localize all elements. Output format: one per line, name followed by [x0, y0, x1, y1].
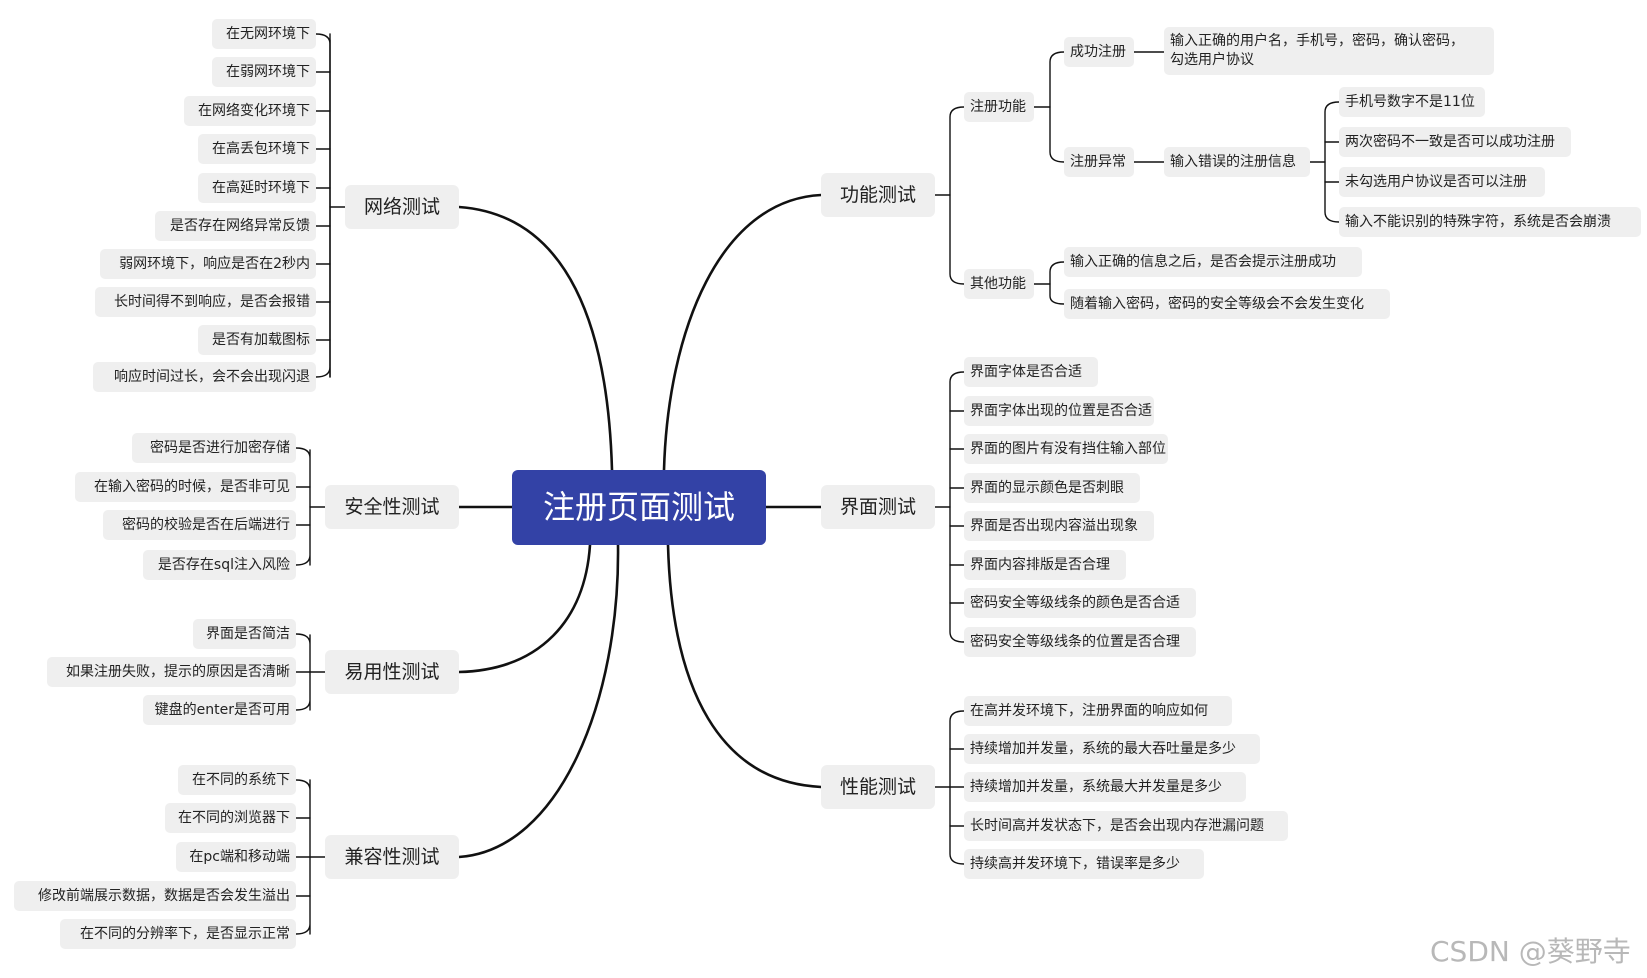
network-item[interactable]: 长时间得不到响应，是否会报错 [95, 287, 316, 317]
security-item[interactable]: 是否存在sql注入风险 [143, 550, 296, 580]
usability-item[interactable]: 键盘的enter是否可用 [143, 695, 296, 725]
network-item[interactable]: 弱网环境下，响应是否在2秒内 [100, 249, 316, 279]
register-error-item[interactable]: 两次密码不一致是否可以成功注册 [1339, 127, 1571, 157]
performance-item[interactable]: 在高并发环境下，注册界面的响应如何 [964, 696, 1232, 726]
register-success-detail-line2: 勾选用户协议 [1170, 52, 1254, 68]
interface-item[interactable]: 界面内容排版是否合理 [964, 550, 1126, 580]
register-success-detail[interactable]: 输入正确的用户名，手机号，密码，确认密码， 勾选用户协议 [1164, 27, 1494, 75]
usability-item[interactable]: 如果注册失败，提示的原因是否清晰 [47, 657, 296, 687]
security-item[interactable]: 在输入密码的时候，是否非可见 [75, 472, 296, 502]
network-item[interactable]: 在高延时环境下 [198, 173, 316, 203]
network-item[interactable]: 响应时间过长，会不会出现闪退 [93, 362, 316, 392]
interface-item[interactable]: 密码安全等级线条的颜色是否合适 [964, 588, 1196, 618]
branch-functional[interactable]: 功能测试 [821, 173, 935, 217]
network-item[interactable]: 在弱网环境下 [212, 57, 316, 87]
branch-interface[interactable]: 界面测试 [821, 485, 935, 529]
root-node[interactable]: 注册页面测试 [512, 470, 766, 545]
register-success[interactable]: 成功注册 [1064, 37, 1134, 67]
performance-item[interactable]: 长时间高并发状态下，是否会出现内存泄漏问题 [964, 811, 1288, 841]
branch-usability[interactable]: 易用性测试 [325, 650, 459, 694]
other-item[interactable]: 随着输入密码，密码的安全等级会不会发生变化 [1064, 289, 1390, 319]
compatibility-item[interactable]: 在pc端和移动端 [176, 842, 296, 872]
network-item[interactable]: 在无网环境下 [212, 19, 316, 49]
register-error-item[interactable]: 手机号数字不是11位 [1339, 87, 1485, 117]
branch-security[interactable]: 安全性测试 [325, 485, 459, 529]
register-error[interactable]: 注册异常 [1064, 147, 1134, 177]
link-usability [457, 543, 592, 674]
other-item[interactable]: 输入正确的信息之后，是否会提示注册成功 [1064, 247, 1362, 277]
interface-item[interactable]: 密码安全等级线条的位置是否合理 [964, 627, 1196, 657]
functional-register[interactable]: 注册功能 [964, 92, 1034, 122]
register-error-item[interactable]: 输入不能识别的特殊字符，系统是否会崩溃 [1339, 207, 1641, 237]
interface-item[interactable]: 界面是否出现内容溢出现象 [964, 511, 1154, 541]
link-compatibility [457, 543, 620, 859]
performance-item[interactable]: 持续增加并发量，系统最大并发量是多少 [964, 772, 1246, 802]
compatibility-item[interactable]: 在不同的浏览器下 [165, 803, 296, 833]
register-success-detail-line1: 输入正确的用户名，手机号，密码，确认密码， [1170, 33, 1464, 49]
register-error-detail[interactable]: 输入错误的注册信息 [1164, 147, 1310, 177]
security-item[interactable]: 密码是否进行加密存储 [132, 433, 296, 463]
network-item[interactable]: 在高丢包环境下 [198, 134, 316, 164]
performance-item[interactable]: 持续高并发环境下，错误率是多少 [964, 849, 1204, 879]
network-item[interactable]: 是否有加载图标 [198, 325, 316, 355]
branch-compatibility[interactable]: 兼容性测试 [325, 835, 459, 879]
branch-performance[interactable]: 性能测试 [821, 765, 935, 809]
usability-item[interactable]: 界面是否简洁 [193, 619, 296, 649]
functional-other[interactable]: 其他功能 [964, 269, 1034, 299]
watermark: CSDN @葵野寺 [1430, 935, 1631, 968]
interface-item[interactable]: 界面字体是否合适 [964, 357, 1098, 387]
network-item[interactable]: 在网络变化环境下 [184, 96, 316, 126]
register-error-item[interactable]: 未勾选用户协议是否可以注册 [1339, 167, 1545, 197]
link-network [457, 205, 614, 472]
performance-item[interactable]: 持续增加并发量，系统的最大吞吐量是多少 [964, 734, 1260, 764]
interface-item[interactable]: 界面的图片有没有挡住输入部位 [964, 434, 1168, 464]
link-functional [662, 193, 823, 472]
branch-network[interactable]: 网络测试 [345, 185, 459, 229]
network-item[interactable]: 是否存在网络异常反馈 [155, 211, 316, 241]
security-item[interactable]: 密码的校验是否在后端进行 [103, 510, 296, 540]
compatibility-item[interactable]: 修改前端展示数据，数据是否会发生溢出 [14, 881, 296, 911]
interface-item[interactable]: 界面的显示颜色是否刺眼 [964, 473, 1140, 503]
compatibility-item[interactable]: 在不同的分辨率下，是否显示正常 [60, 919, 296, 949]
interface-item[interactable]: 界面字体出现的位置是否合适 [964, 396, 1154, 426]
link-performance [666, 543, 823, 789]
compatibility-item[interactable]: 在不同的系统下 [178, 765, 296, 795]
